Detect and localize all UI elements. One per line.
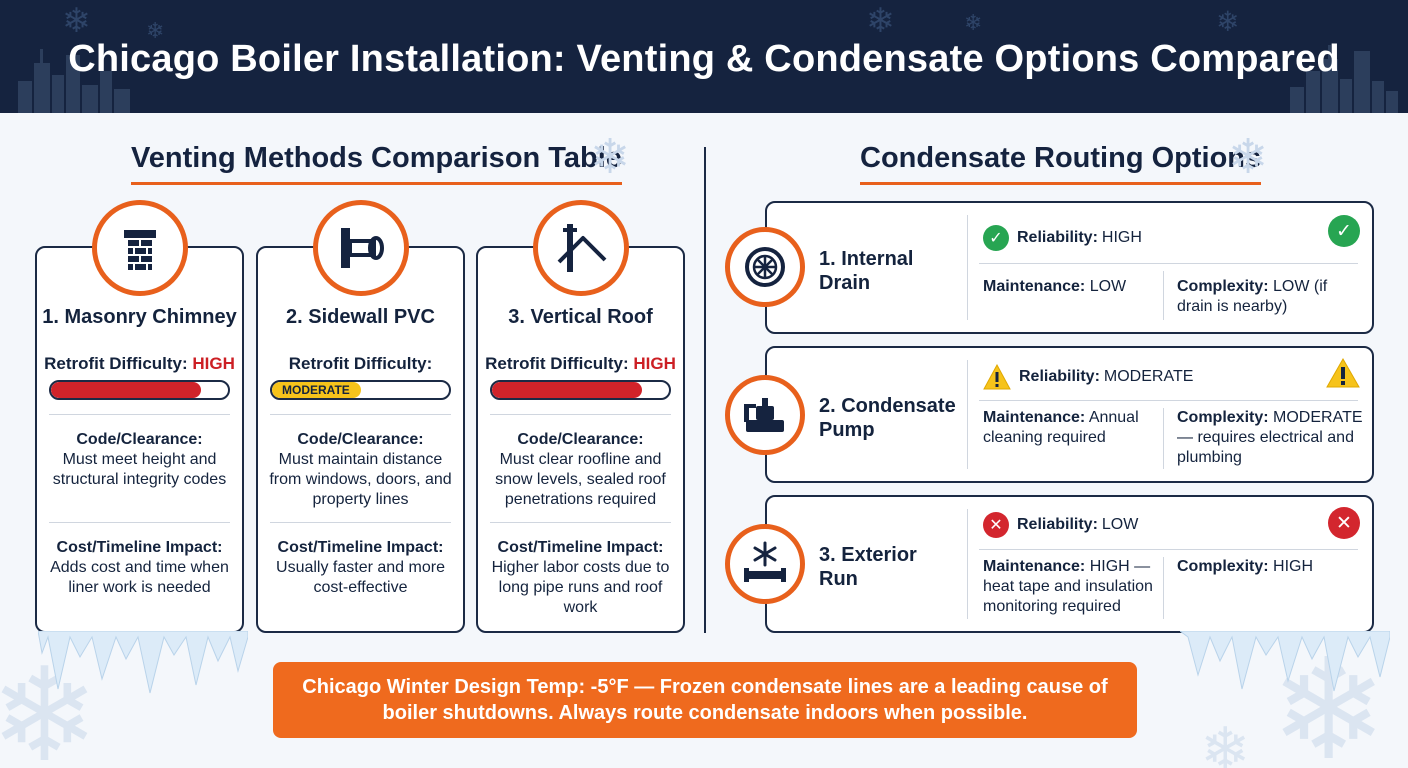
snowflake-icon: ❄ — [1228, 131, 1269, 184]
difficulty-bar — [49, 380, 230, 400]
city-skyline-icon — [18, 49, 130, 113]
snowflake-icon: ❄ — [590, 131, 631, 184]
warning-triangle-icon — [1326, 358, 1360, 388]
roof-vent-icon — [533, 200, 629, 296]
complexity-value: Complexity: MODERATE — requires electric… — [1177, 409, 1363, 466]
page-title: Chicago Boiler Installation: Venting & C… — [68, 38, 1340, 80]
sidewall-pipe-icon — [313, 200, 409, 296]
reliability-row: ✕ Reliability:LOW — [983, 512, 1138, 538]
snowflake-icon: ❄ — [866, 2, 895, 40]
cost-timeline: Cost/Timeline Impact:Usually faster and … — [276, 539, 445, 596]
divider — [490, 414, 671, 415]
venting-card-masonry-chimney: 1. Masonry Chimney Retrofit Difficulty: … — [35, 246, 244, 633]
maintenance-value: Maintenance: Annual cleaning required — [983, 409, 1139, 446]
condensate-section-title: Condensate Routing Options — [860, 142, 1262, 185]
x-circle-icon: ✕ — [1328, 507, 1360, 539]
venting-method-title: 3. Vertical Roof — [508, 306, 653, 328]
reliability-row: Reliability:MODERATE — [983, 364, 1193, 390]
check-circle-icon: ✓ — [1328, 215, 1360, 247]
condensate-card-condensate-pump: 2. Condensate Pump Reliability:MODERATE … — [765, 346, 1374, 483]
header-banner: ❄ ❄ ❄ ❄ ❄ Chicago Boiler Installation: V… — [0, 0, 1408, 113]
divider — [270, 414, 451, 415]
reliability-row: ✓ Reliability:HIGH — [983, 225, 1142, 251]
column-divider — [704, 147, 706, 633]
difficulty-bar: MODERATE — [270, 380, 451, 400]
divider — [490, 522, 671, 523]
condensate-option-title: 1. Internal Drain — [819, 248, 914, 294]
divider — [1163, 271, 1164, 320]
condensate-card-exterior-run: 3. Exterior Run ✕ Reliability:LOW ✕ Main… — [765, 495, 1374, 633]
difficulty-value: MODERATE — [282, 383, 350, 397]
divider — [967, 215, 968, 320]
divider — [979, 549, 1358, 550]
divider — [49, 414, 230, 415]
snowflake-icon: ❄ — [1216, 6, 1240, 37]
code-clearance: Code/Clearance:Must meet height and stru… — [52, 431, 227, 488]
snowflake-icon: ❄ — [0, 642, 99, 768]
divider — [1163, 408, 1164, 469]
snowflake-icon: ❄ — [146, 18, 165, 43]
snowflake-icon: ❄ — [964, 10, 983, 35]
divider — [967, 509, 968, 619]
venting-method-title: 2. Sidewall PVC — [286, 306, 435, 328]
snowflake-icon: ❄ — [1200, 716, 1251, 768]
condensate-card-internal-drain: 1. Internal Drain ✓ Reliability:HIGH ✓ M… — [765, 201, 1374, 334]
divider — [979, 400, 1358, 401]
brick-chimney-icon — [92, 200, 188, 296]
maintenance-value: Maintenance: LOW — [983, 278, 1127, 295]
venting-section-title: Venting Methods Comparison Table — [131, 142, 622, 185]
cost-timeline: Cost/Timeline Impact:Adds cost and time … — [50, 539, 229, 596]
venting-card-sidewall-pvc: 2. Sidewall PVC Retrofit Difficulty: MOD… — [256, 246, 465, 633]
winter-warning-banner: Chicago Winter Design Temp: -5°F — Froze… — [273, 662, 1137, 738]
frozen-pipe-icon — [725, 524, 805, 604]
city-skyline-icon — [1290, 45, 1398, 113]
icicles-decoration — [1180, 631, 1390, 692]
check-circle-icon: ✓ — [983, 225, 1009, 251]
retrofit-difficulty: Retrofit Difficulty: — [288, 354, 433, 373]
retrofit-difficulty: Retrofit Difficulty: HIGH — [485, 354, 676, 373]
x-circle-icon: ✕ — [983, 512, 1009, 538]
divider — [1163, 557, 1164, 619]
code-clearance: Code/Clearance:Must clear roofline and s… — [495, 431, 666, 508]
venting-method-title: 1. Masonry Chimney — [42, 306, 237, 328]
retrofit-difficulty: Retrofit Difficulty: HIGH — [44, 354, 235, 373]
complexity-value: Complexity: HIGH — [1177, 558, 1314, 575]
floor-drain-icon — [725, 227, 805, 307]
icicles-decoration — [38, 631, 248, 694]
divider — [967, 360, 968, 469]
divider — [979, 263, 1358, 264]
condensate-option-title: 2. Condensate Pump — [819, 395, 956, 441]
code-clearance: Code/Clearance:Must maintain distance fr… — [269, 431, 452, 508]
snowflake-icon: ❄ — [62, 2, 91, 40]
condensate-pump-icon — [725, 375, 805, 455]
warning-triangle-icon — [983, 364, 1011, 390]
condensate-option-title: 3. Exterior Run — [819, 544, 917, 590]
maintenance-value: Maintenance: HIGH — heat tape and insula… — [983, 558, 1153, 615]
divider — [270, 522, 451, 523]
difficulty-bar — [490, 380, 671, 400]
cost-timeline: Cost/Timeline Impact:Higher labor costs … — [491, 539, 670, 616]
venting-card-vertical-roof: 3. Vertical Roof Retrofit Difficulty: HI… — [476, 246, 685, 633]
complexity-value: Complexity: LOW (if drain is nearby) — [1177, 278, 1328, 315]
divider — [49, 522, 230, 523]
